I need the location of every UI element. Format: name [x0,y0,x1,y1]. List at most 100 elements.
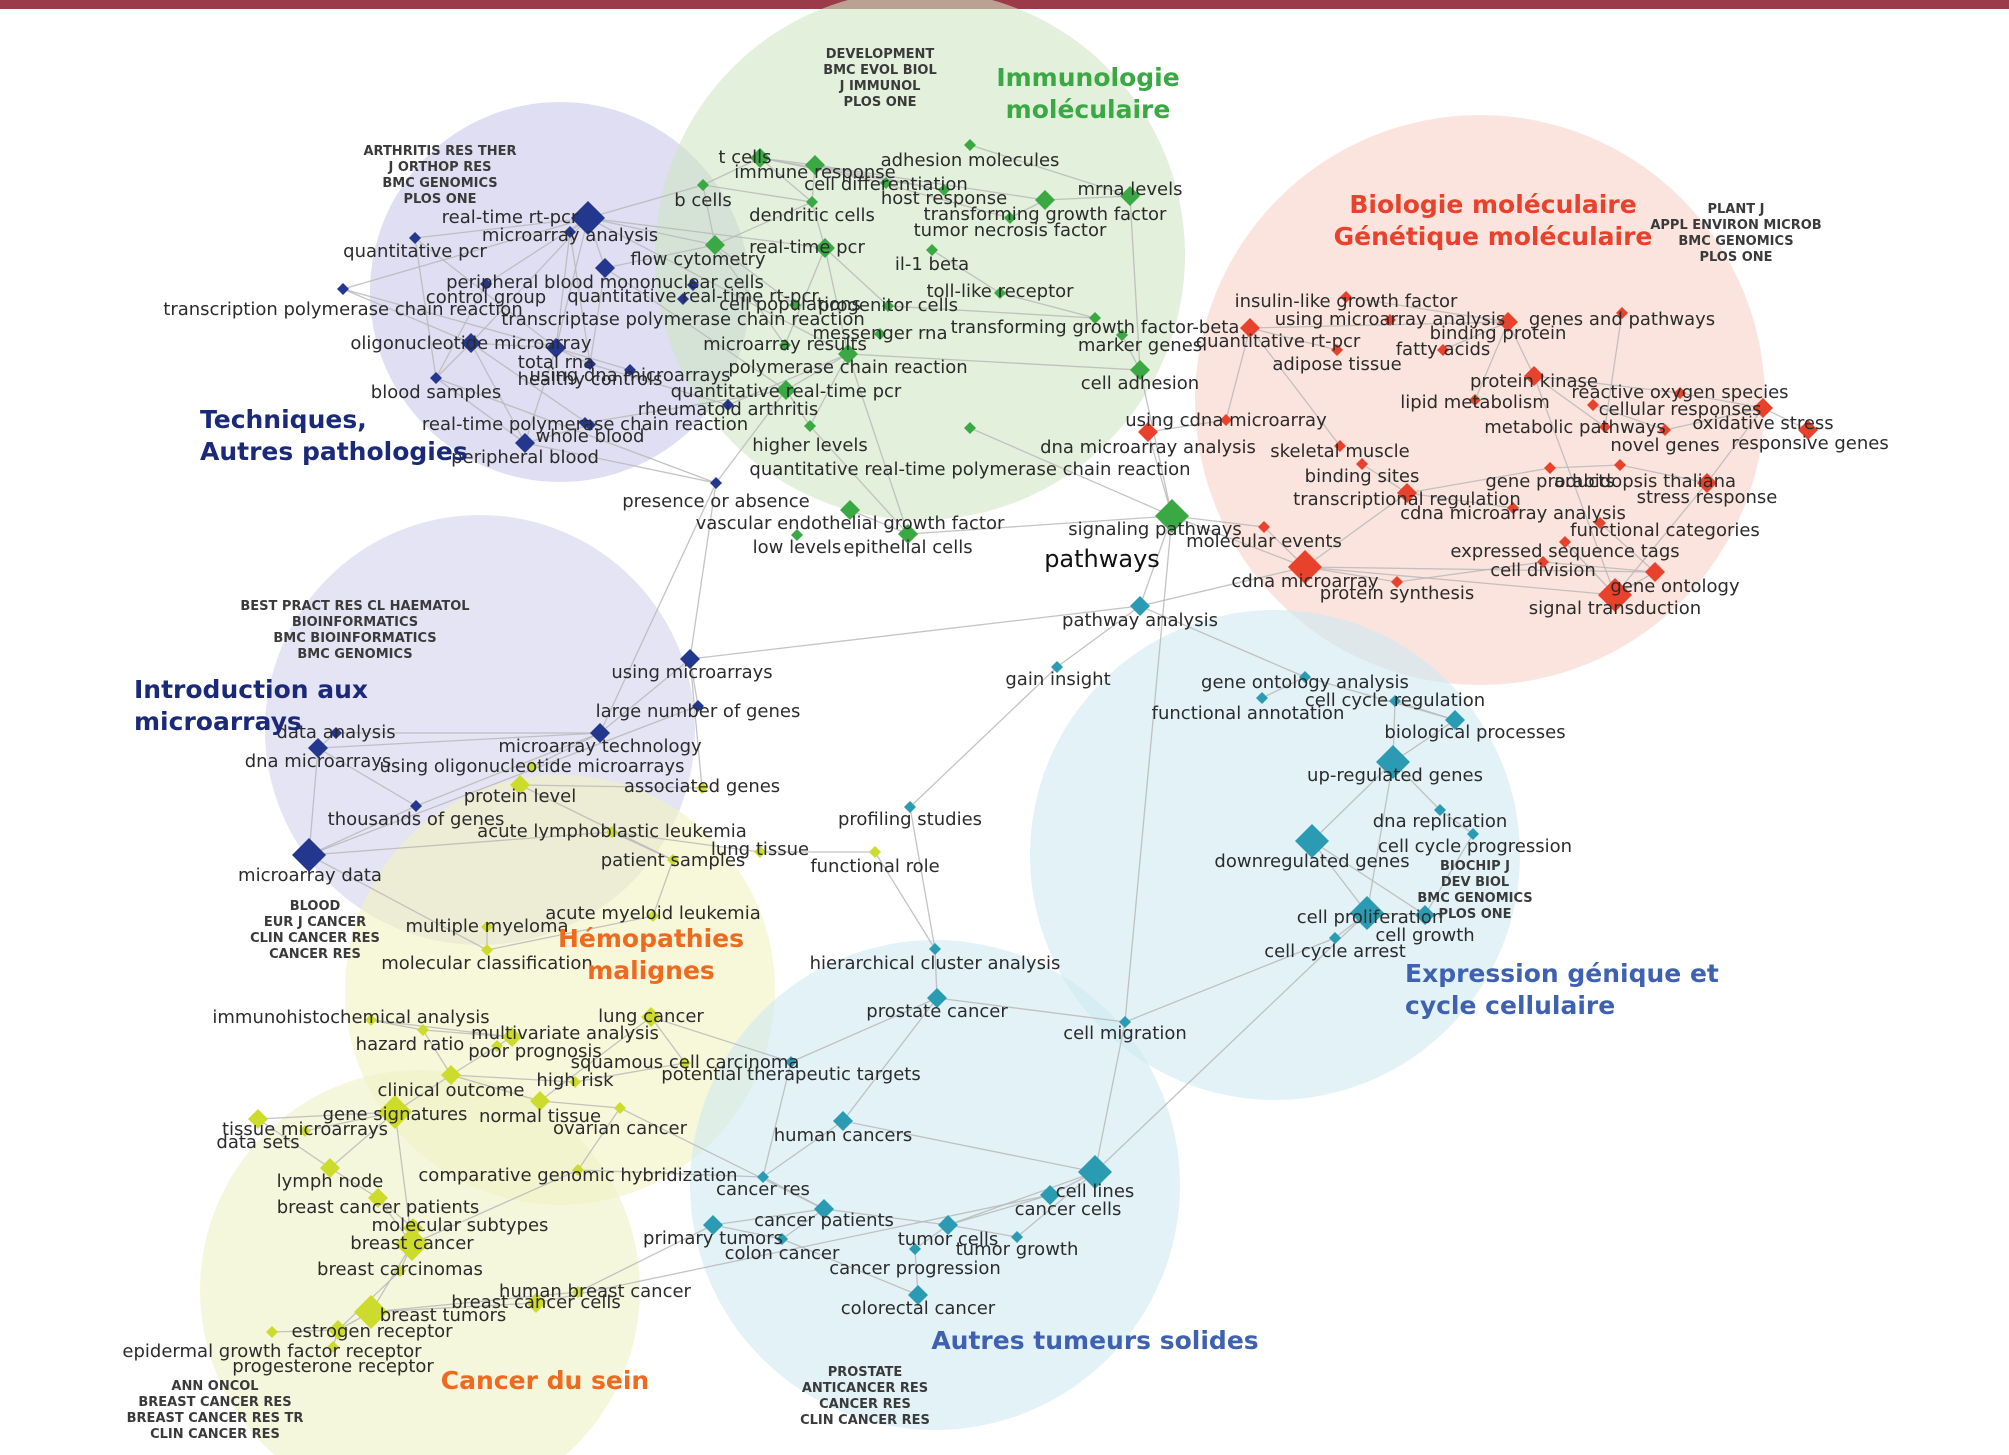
node-microarray-analysis[interactable] [564,226,576,238]
node-t-cells[interactable] [750,148,770,168]
node-multivariate-analysis[interactable] [502,1027,522,1047]
node-epithelial-cells[interactable] [898,524,918,544]
node-using-microarrays[interactable] [680,649,700,669]
node-high-risk[interactable] [569,1076,581,1088]
node-b-cells[interactable] [697,179,709,191]
node-functional-role[interactable] [869,846,881,858]
node-normal-tissue[interactable] [530,1091,550,1111]
node-up-regulated-genes[interactable] [1376,745,1410,779]
node-tumor-growth[interactable] [1011,1231,1023,1243]
node-oxidative-stress[interactable] [1753,398,1773,418]
node-protein-synthesis[interactable] [1391,576,1403,588]
node-cellular-responses[interactable] [1587,399,1599,411]
node-colon-cancer[interactable] [776,1233,788,1245]
node-functional-categories[interactable] [1594,517,1606,529]
node-dendritic-cells[interactable] [806,196,818,208]
node-breast-cancer-cells[interactable] [526,1293,546,1313]
node-breast-carcinomas[interactable] [394,1265,406,1277]
node-multiple-myeloma[interactable] [481,921,493,933]
node-quantitative-real-time-pcr[interactable] [776,380,796,400]
node-cancer-progression[interactable] [909,1243,921,1255]
node-cell-division[interactable] [1537,556,1549,568]
node-insulin-like-growth-factor[interactable] [1340,291,1352,303]
node-downregulated-genes[interactable] [1295,824,1329,858]
node-toll-like-receptor[interactable] [994,287,1006,299]
node-using-dna-microarrays[interactable] [624,364,636,376]
node-immunohistochemical-analysis[interactable] [365,1014,377,1026]
node-messenger-rna[interactable] [874,328,886,340]
node-cancer-patients[interactable] [814,1199,834,1219]
node-gene-ontology-analysis[interactable] [1299,671,1311,683]
node-molecular-events[interactable] [1258,521,1270,533]
node-colorectal-cancer[interactable] [908,1285,928,1305]
node-higher-levels[interactable] [804,420,816,432]
node-quantitative-real-time-rt-pcr[interactable] [687,279,699,291]
node-poor-prognosis[interactable] [491,1040,503,1052]
node-quantitative-rt-pcr[interactable] [1240,318,1260,338]
node-stress-response[interactable] [1697,473,1717,493]
node-signal-transduction[interactable] [1598,578,1632,612]
node-functional-annotation[interactable] [1256,692,1268,704]
node-prostate-cancer[interactable] [927,988,947,1008]
node-human-cancers[interactable] [833,1111,853,1131]
node-tumor-necrosis-factor[interactable] [1004,212,1016,224]
node-vascular-endothelial-growth-factor[interactable] [840,500,860,520]
node-pathway-analysis[interactable] [1130,596,1150,616]
node-total-rna[interactable] [546,338,566,358]
node-peripheral-blood[interactable] [515,433,535,453]
node-real-time-polymerase-chain-reaction[interactable] [579,417,591,429]
node-cell-proliferation[interactable] [1350,896,1384,930]
node-expressed-sequence-tags[interactable] [1559,536,1571,548]
node-quantitative-pcr[interactable] [409,232,421,244]
node-il-1-beta[interactable] [926,244,938,256]
node-thousands-of-genes[interactable] [410,800,422,812]
node-cell-differentiation[interactable] [880,177,892,189]
node-presence-or-absence[interactable] [710,477,722,489]
node-gain-insight[interactable] [1051,661,1063,673]
node-comparative-genomic-hybridization[interactable] [572,1164,584,1176]
node-hazard-ratio[interactable] [417,1024,429,1036]
node-associated-genes[interactable] [696,782,708,794]
node-quantitative-real-time-polymerase-chain-reaction[interactable] [964,422,976,434]
node-adipose-tissue[interactable] [1331,344,1343,356]
node-novel-genes[interactable] [1659,424,1671,436]
node-molecular-classification[interactable] [481,944,493,956]
node-ovarian-cancer[interactable] [614,1102,626,1114]
node-lymph-node[interactable] [320,1158,340,1178]
node-breast-tumors[interactable] [354,1295,388,1329]
node-cell-adhesion[interactable] [1130,360,1150,380]
node-gene-ontology[interactable] [1645,562,1665,582]
node-binding-protein[interactable] [1498,312,1518,332]
node-fatty-acids[interactable] [1437,344,1449,356]
node-oligonucleotide-microarray[interactable] [461,333,481,353]
node-profiling-studies[interactable] [904,801,916,813]
node-transforming-growth-factor[interactable] [1035,190,1055,210]
node-low-levels[interactable] [791,529,803,541]
node-cdna-microarray[interactable] [1288,550,1322,584]
node-cell-migration[interactable] [1119,1016,1131,1028]
node-tissue-microarrays[interactable] [299,1125,311,1137]
node-estrogen-receptor[interactable] [328,1320,348,1340]
node-potential-therapeutic-targets[interactable] [785,1056,797,1068]
node-cancer-cells[interactable] [1040,1185,1060,1205]
node-using-oligonucleotide-microarrays[interactable] [526,761,538,773]
node-microarray-results[interactable] [779,339,791,351]
node-polymerase-chain-reaction[interactable] [838,344,858,364]
node-progesterone-receptor[interactable] [327,1341,339,1353]
node-rheumatoid-arthritis[interactable] [722,399,734,411]
node-protein-level[interactable] [510,775,530,795]
node-flow-cytometry[interactable] [705,235,725,255]
node-protein-kinase[interactable] [1524,366,1544,386]
node-signaling-pathways[interactable] [1155,499,1189,533]
node-dna-microarrays[interactable] [308,738,328,758]
node-host-response[interactable] [938,184,950,196]
node-transforming-growth-factor-beta[interactable] [1089,312,1101,324]
node-acute-lymphoblastic-leukemia[interactable] [606,826,618,838]
node-control-group[interactable] [480,278,492,290]
node-progenitor-cells[interactable] [882,300,894,312]
node-mrna-levels[interactable] [1120,186,1140,206]
node-transcription-polymerase-chain-reaction[interactable] [337,283,349,295]
node-human-breast-cancer[interactable] [572,1286,584,1298]
node-metabolic-pathways[interactable] [1599,421,1611,433]
node-microarray-technology[interactable] [590,723,610,743]
